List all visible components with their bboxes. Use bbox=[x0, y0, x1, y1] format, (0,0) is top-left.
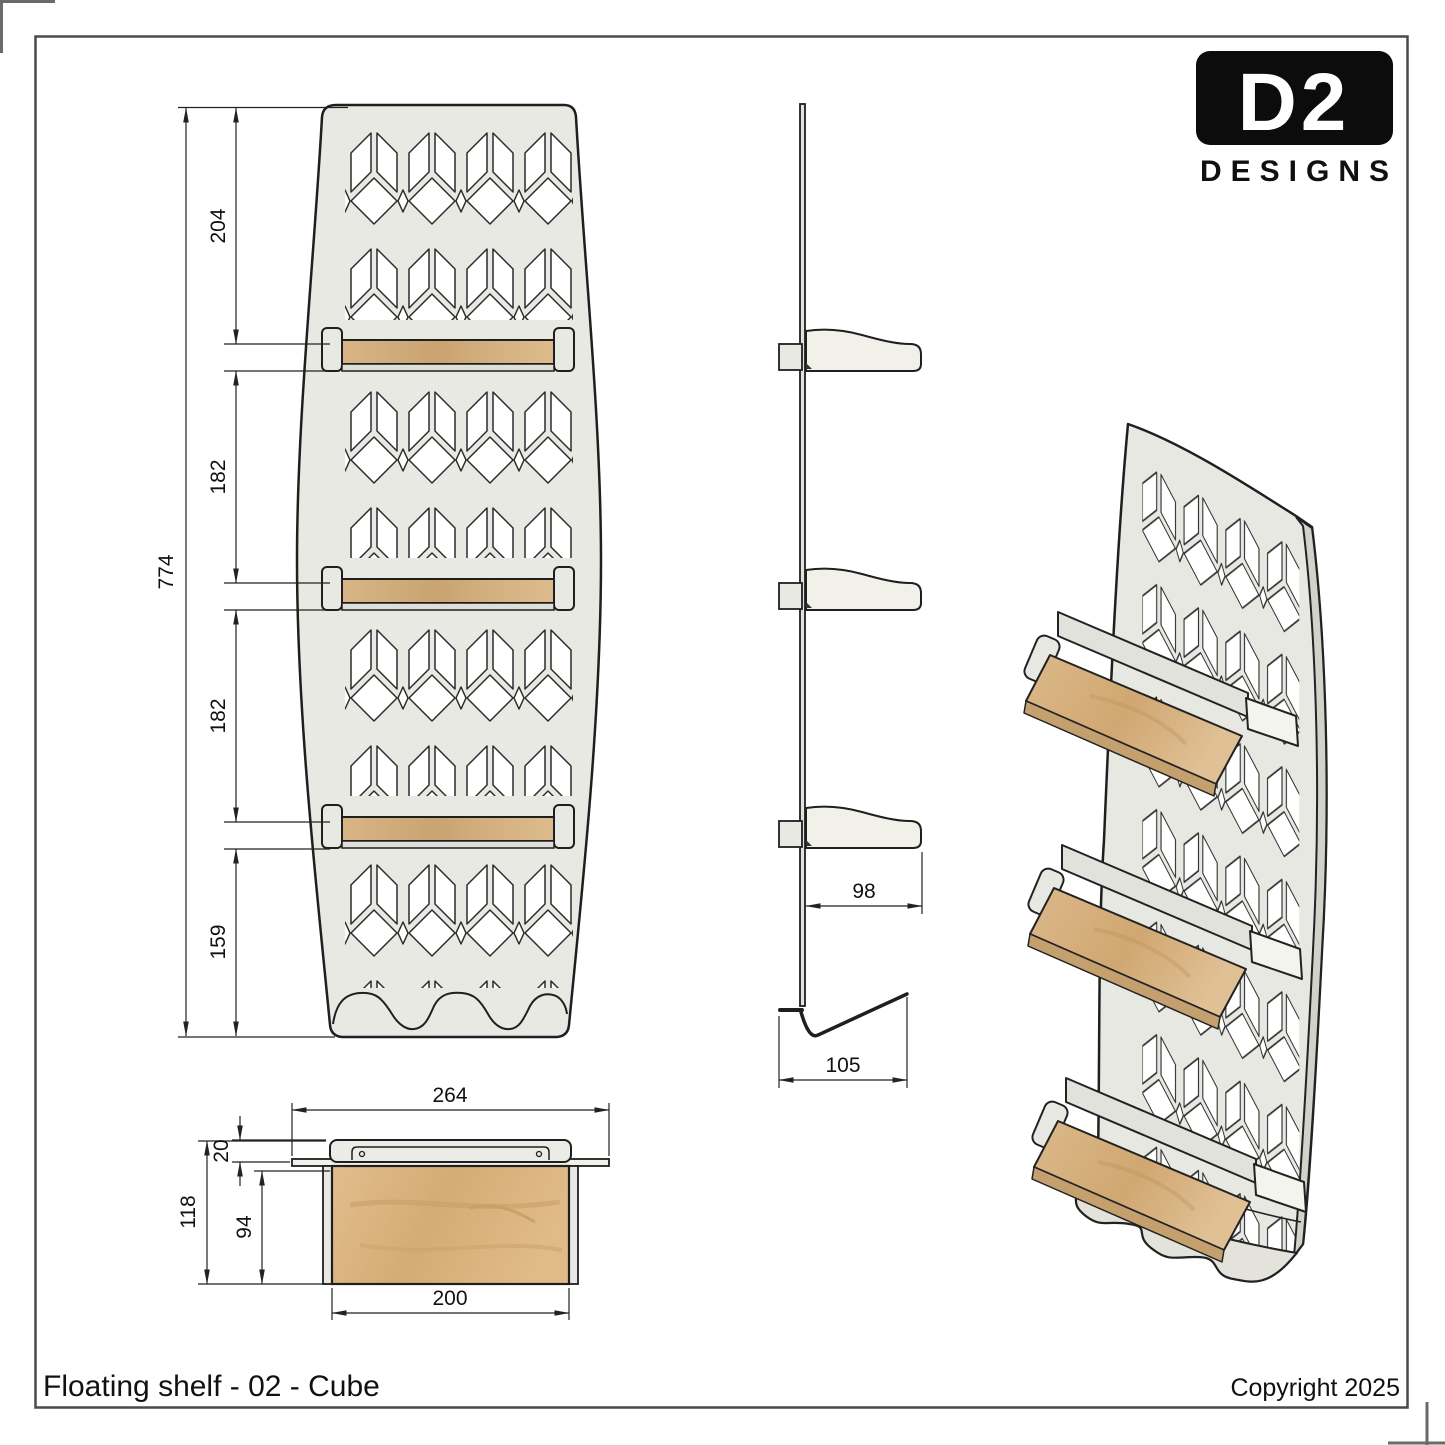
side-view: 98 105 bbox=[778, 103, 923, 1088]
dim-plan-20: 20 bbox=[210, 1139, 233, 1162]
copyright-text: Copyright 2025 bbox=[1230, 1374, 1400, 1402]
logo: D2 DESIGNS bbox=[1196, 51, 1398, 188]
dim-side-105: 105 bbox=[825, 1054, 860, 1077]
plan-dimension-lines bbox=[198, 1103, 610, 1320]
front-dimension-lines bbox=[178, 106, 348, 1038]
dim-front-159: 159 bbox=[207, 924, 230, 959]
dim-front-182a: 182 bbox=[207, 459, 230, 494]
front-shelf-2 bbox=[321, 566, 575, 611]
plan-side-wall-right bbox=[568, 1165, 579, 1285]
front-shelf-3 bbox=[321, 804, 575, 849]
plan-side-wall-left bbox=[322, 1165, 333, 1285]
dim-front-774: 774 bbox=[155, 554, 178, 589]
front-foot-wave bbox=[332, 991, 568, 1031]
logo-name: DESIGNS bbox=[1200, 155, 1398, 188]
plan-wood-board bbox=[330, 1164, 571, 1286]
front-cube-pattern bbox=[345, 122, 573, 988]
side-shelf-profiles bbox=[805, 328, 922, 849]
drawing-title: Floating shelf - 02 - Cube bbox=[43, 1370, 380, 1403]
dim-plan-264: 264 bbox=[432, 1084, 467, 1107]
dim-plan-200: 200 bbox=[432, 1287, 467, 1310]
title-bar: Floating shelf - 02 - Cube Copyright 202… bbox=[43, 1370, 1400, 1403]
logo-mark: D2 bbox=[1238, 57, 1351, 148]
dim-plan-94: 94 bbox=[233, 1215, 256, 1239]
side-foot bbox=[778, 992, 909, 1038]
iso-panel-edge bbox=[1292, 516, 1328, 1260]
logo-badge bbox=[1196, 51, 1393, 145]
dim-plan-118: 118 bbox=[177, 1195, 200, 1228]
side-mount-tabs bbox=[778, 343, 803, 848]
dim-side-98: 98 bbox=[852, 880, 875, 903]
front-panel bbox=[295, 103, 603, 1039]
plan-view: 264 20 118 94 200 bbox=[177, 1084, 610, 1320]
front-view: 204 182 182 159 774 bbox=[155, 103, 603, 1039]
side-panel-edge bbox=[799, 103, 806, 1007]
dim-front-182b: 182 bbox=[207, 698, 230, 733]
dim-front-204: 204 bbox=[207, 208, 230, 243]
side-dimension-lines bbox=[778, 852, 923, 1088]
plan-bracket-inner bbox=[351, 1146, 550, 1160]
front-shelf-1 bbox=[321, 327, 575, 372]
plan-wood-grain bbox=[349, 1199, 563, 1252]
isometric-view bbox=[1019, 422, 1328, 1283]
plan-bracket bbox=[329, 1139, 572, 1163]
